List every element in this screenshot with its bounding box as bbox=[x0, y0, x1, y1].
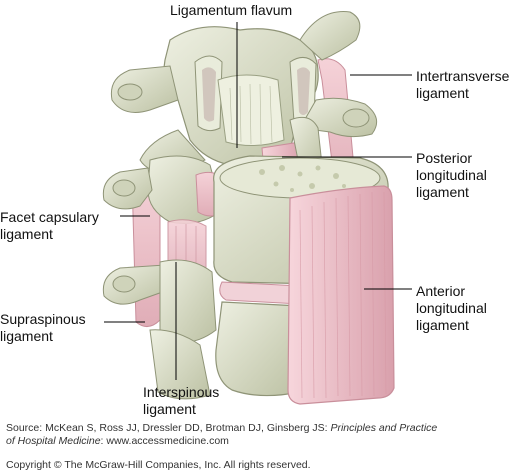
source-suffix: : www.accessmedicine.com bbox=[100, 435, 229, 447]
label-posterior-longitudinal-ligament: Posterior longitudinal ligament bbox=[416, 150, 487, 201]
source-prefix: Source: McKean S, Ross JJ, Dressler DD, … bbox=[6, 422, 331, 434]
source-title-2: of Hospital Medicine bbox=[6, 435, 101, 447]
anterior-longitudinal-ligament bbox=[287, 185, 395, 405]
source-title-1: Principles and Practice bbox=[330, 422, 438, 434]
label-line: Facet capsulary bbox=[0, 209, 99, 225]
label-line: ligament bbox=[416, 85, 469, 101]
label-line: ligament bbox=[0, 226, 53, 242]
label-line: longitudinal bbox=[416, 167, 487, 183]
label-facet-capsulary-ligament: Facet capsulary ligament bbox=[0, 209, 99, 243]
label-line: Anterior bbox=[416, 283, 466, 299]
lower-vertebra bbox=[102, 259, 301, 400]
label-line: ligament bbox=[0, 328, 53, 344]
label-anterior-longitudinal-ligament: Anterior longitudinal ligament bbox=[416, 283, 487, 334]
label-line: Interspinous bbox=[143, 384, 220, 400]
label-line: ligament bbox=[416, 317, 469, 333]
label-interspinous-ligament: Interspinous ligament bbox=[143, 384, 219, 418]
intervertebral-disc bbox=[219, 281, 301, 305]
label-line: longitudinal bbox=[416, 300, 487, 316]
spine-ligament-illustration bbox=[102, 11, 412, 405]
label-line: Posterior bbox=[416, 150, 473, 166]
label-line: Supraspinous bbox=[0, 311, 86, 327]
label-line: ligament bbox=[143, 401, 196, 417]
copyright-notice: Copyright © The McGraw-Hill Companies, I… bbox=[6, 459, 311, 471]
label-intertransverse-ligament: Intertransverse ligament bbox=[416, 68, 509, 102]
label-line: Intertransverse bbox=[416, 68, 510, 84]
label-line: ligament bbox=[416, 184, 469, 200]
label-ligamentum-flavum: Ligamentum flavum bbox=[170, 2, 293, 18]
leader-lines bbox=[104, 22, 412, 380]
source-caption: Source: McKean S, Ross JJ, Dressler DD, … bbox=[6, 422, 516, 448]
label-supraspinous-ligament: Supraspinous ligament bbox=[0, 311, 86, 345]
